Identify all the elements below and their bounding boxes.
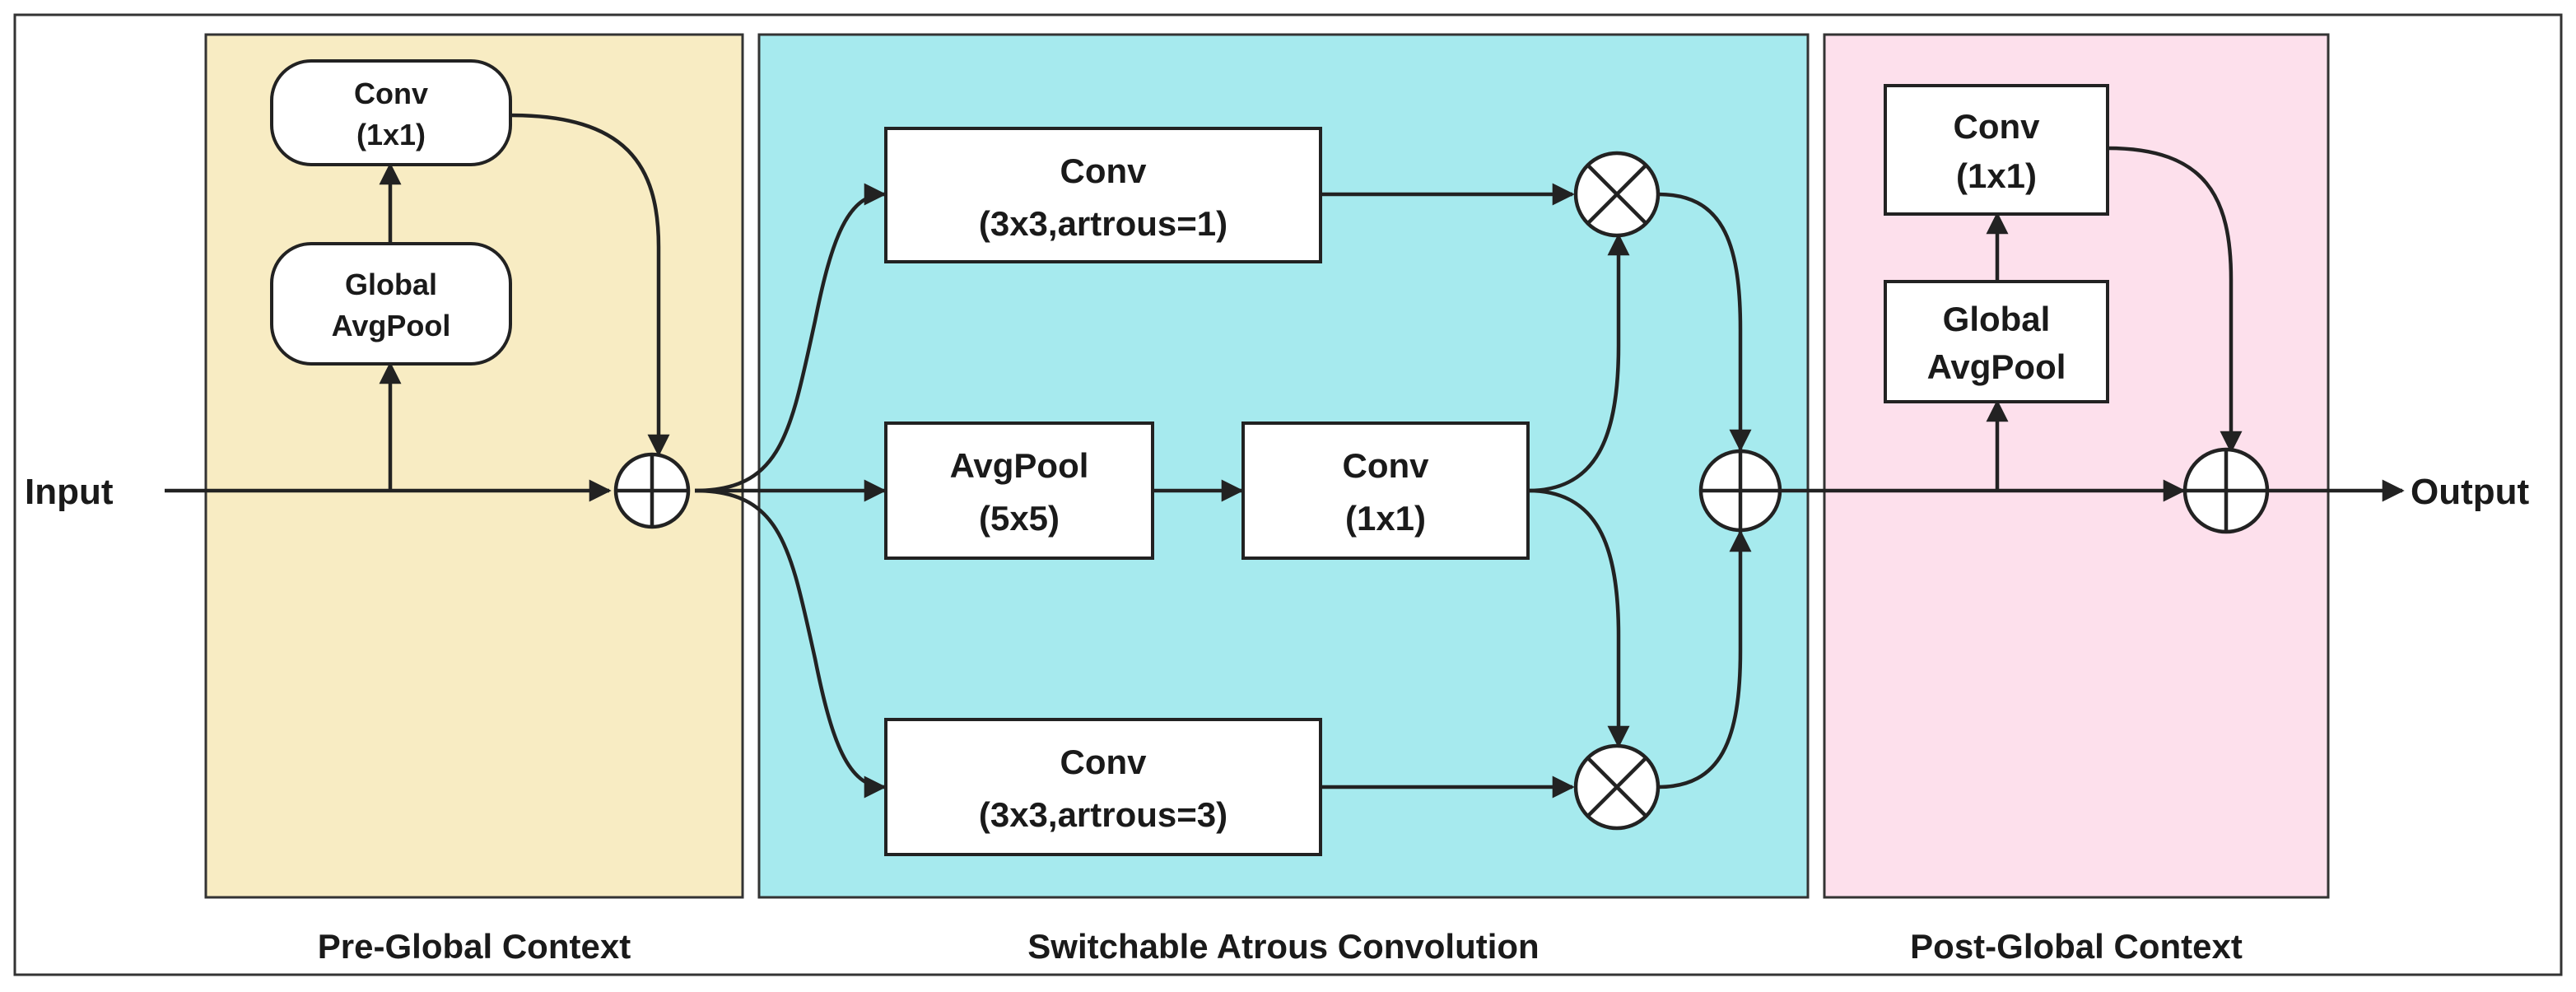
- input-label: Input: [25, 472, 114, 512]
- svg-text:(1x1): (1x1): [1345, 499, 1426, 538]
- svg-text:(1x1): (1x1): [356, 118, 426, 151]
- svg-text:Conv: Conv: [1343, 446, 1430, 485]
- svg-text:Conv: Conv: [1060, 743, 1148, 781]
- svg-text:AvgPool: AvgPool: [332, 309, 451, 342]
- wire-post-conv-to-add: [2107, 146, 2243, 454]
- svg-text:(3x3,artrous=1): (3x3,artrous=1): [979, 204, 1227, 243]
- pre-global-context-title: Pre-Global Context: [318, 927, 631, 966]
- multiply-operator-bottom: [1573, 743, 1661, 831]
- conv-3x3-atrous-1-node: Conv (3x3,artrous=1): [884, 127, 1322, 263]
- wire-mul-bottom-to-add: [1657, 529, 1752, 789]
- sac-add-operator: [1698, 449, 1782, 533]
- post-add-operator: [2182, 447, 2270, 534]
- switchable-atrous-convolution-title: Switchable Atrous Convolution: [1027, 927, 1539, 966]
- wire-fan-to-conv-bottom: [694, 488, 887, 799]
- svg-text:AvgPool: AvgPool: [950, 446, 1089, 485]
- svg-text:Conv: Conv: [1060, 151, 1148, 190]
- svg-text:Conv: Conv: [1954, 107, 2041, 146]
- avgpool-5x5-node: AvgPool (5x5): [884, 421, 1154, 560]
- pre-conv-1x1-node: Conv (1x1): [270, 59, 512, 166]
- wire-fan-to-conv-top: [694, 183, 887, 493]
- svg-text:(3x3,artrous=3): (3x3,artrous=3): [979, 795, 1227, 834]
- svg-text:Global: Global: [1943, 300, 2051, 338]
- post-global-avgpool-node: Global AvgPool: [1884, 280, 2109, 403]
- output-label: Output: [2411, 472, 2530, 512]
- pre-add-operator: [613, 452, 691, 529]
- svg-text:AvgPool: AvgPool: [1927, 347, 2066, 386]
- post-global-context-title: Post-Global Context: [1910, 927, 2243, 966]
- wire-pre-conv-to-add: [510, 113, 670, 457]
- wire-mul-top-to-add: [1657, 192, 1752, 452]
- svg-text:(5x5): (5x5): [979, 499, 1060, 538]
- svg-text:Global: Global: [345, 268, 437, 301]
- conv-3x3-atrous-3-node: Conv (3x3,artrous=3): [884, 718, 1322, 856]
- conv-1x1-mid-node: Conv (1x1): [1241, 421, 1530, 560]
- svg-text:(1x1): (1x1): [1956, 156, 2037, 195]
- svg-text:Conv: Conv: [354, 77, 428, 110]
- multiply-operator-top: [1573, 151, 1661, 238]
- wire-conv-mid-to-mul-top: [1527, 233, 1630, 493]
- wire-conv-mid-to-mul-bottom: [1527, 488, 1630, 748]
- pre-global-avgpool-node: Global AvgPool: [270, 242, 512, 366]
- post-conv-1x1-node: Conv (1x1): [1884, 84, 2109, 216]
